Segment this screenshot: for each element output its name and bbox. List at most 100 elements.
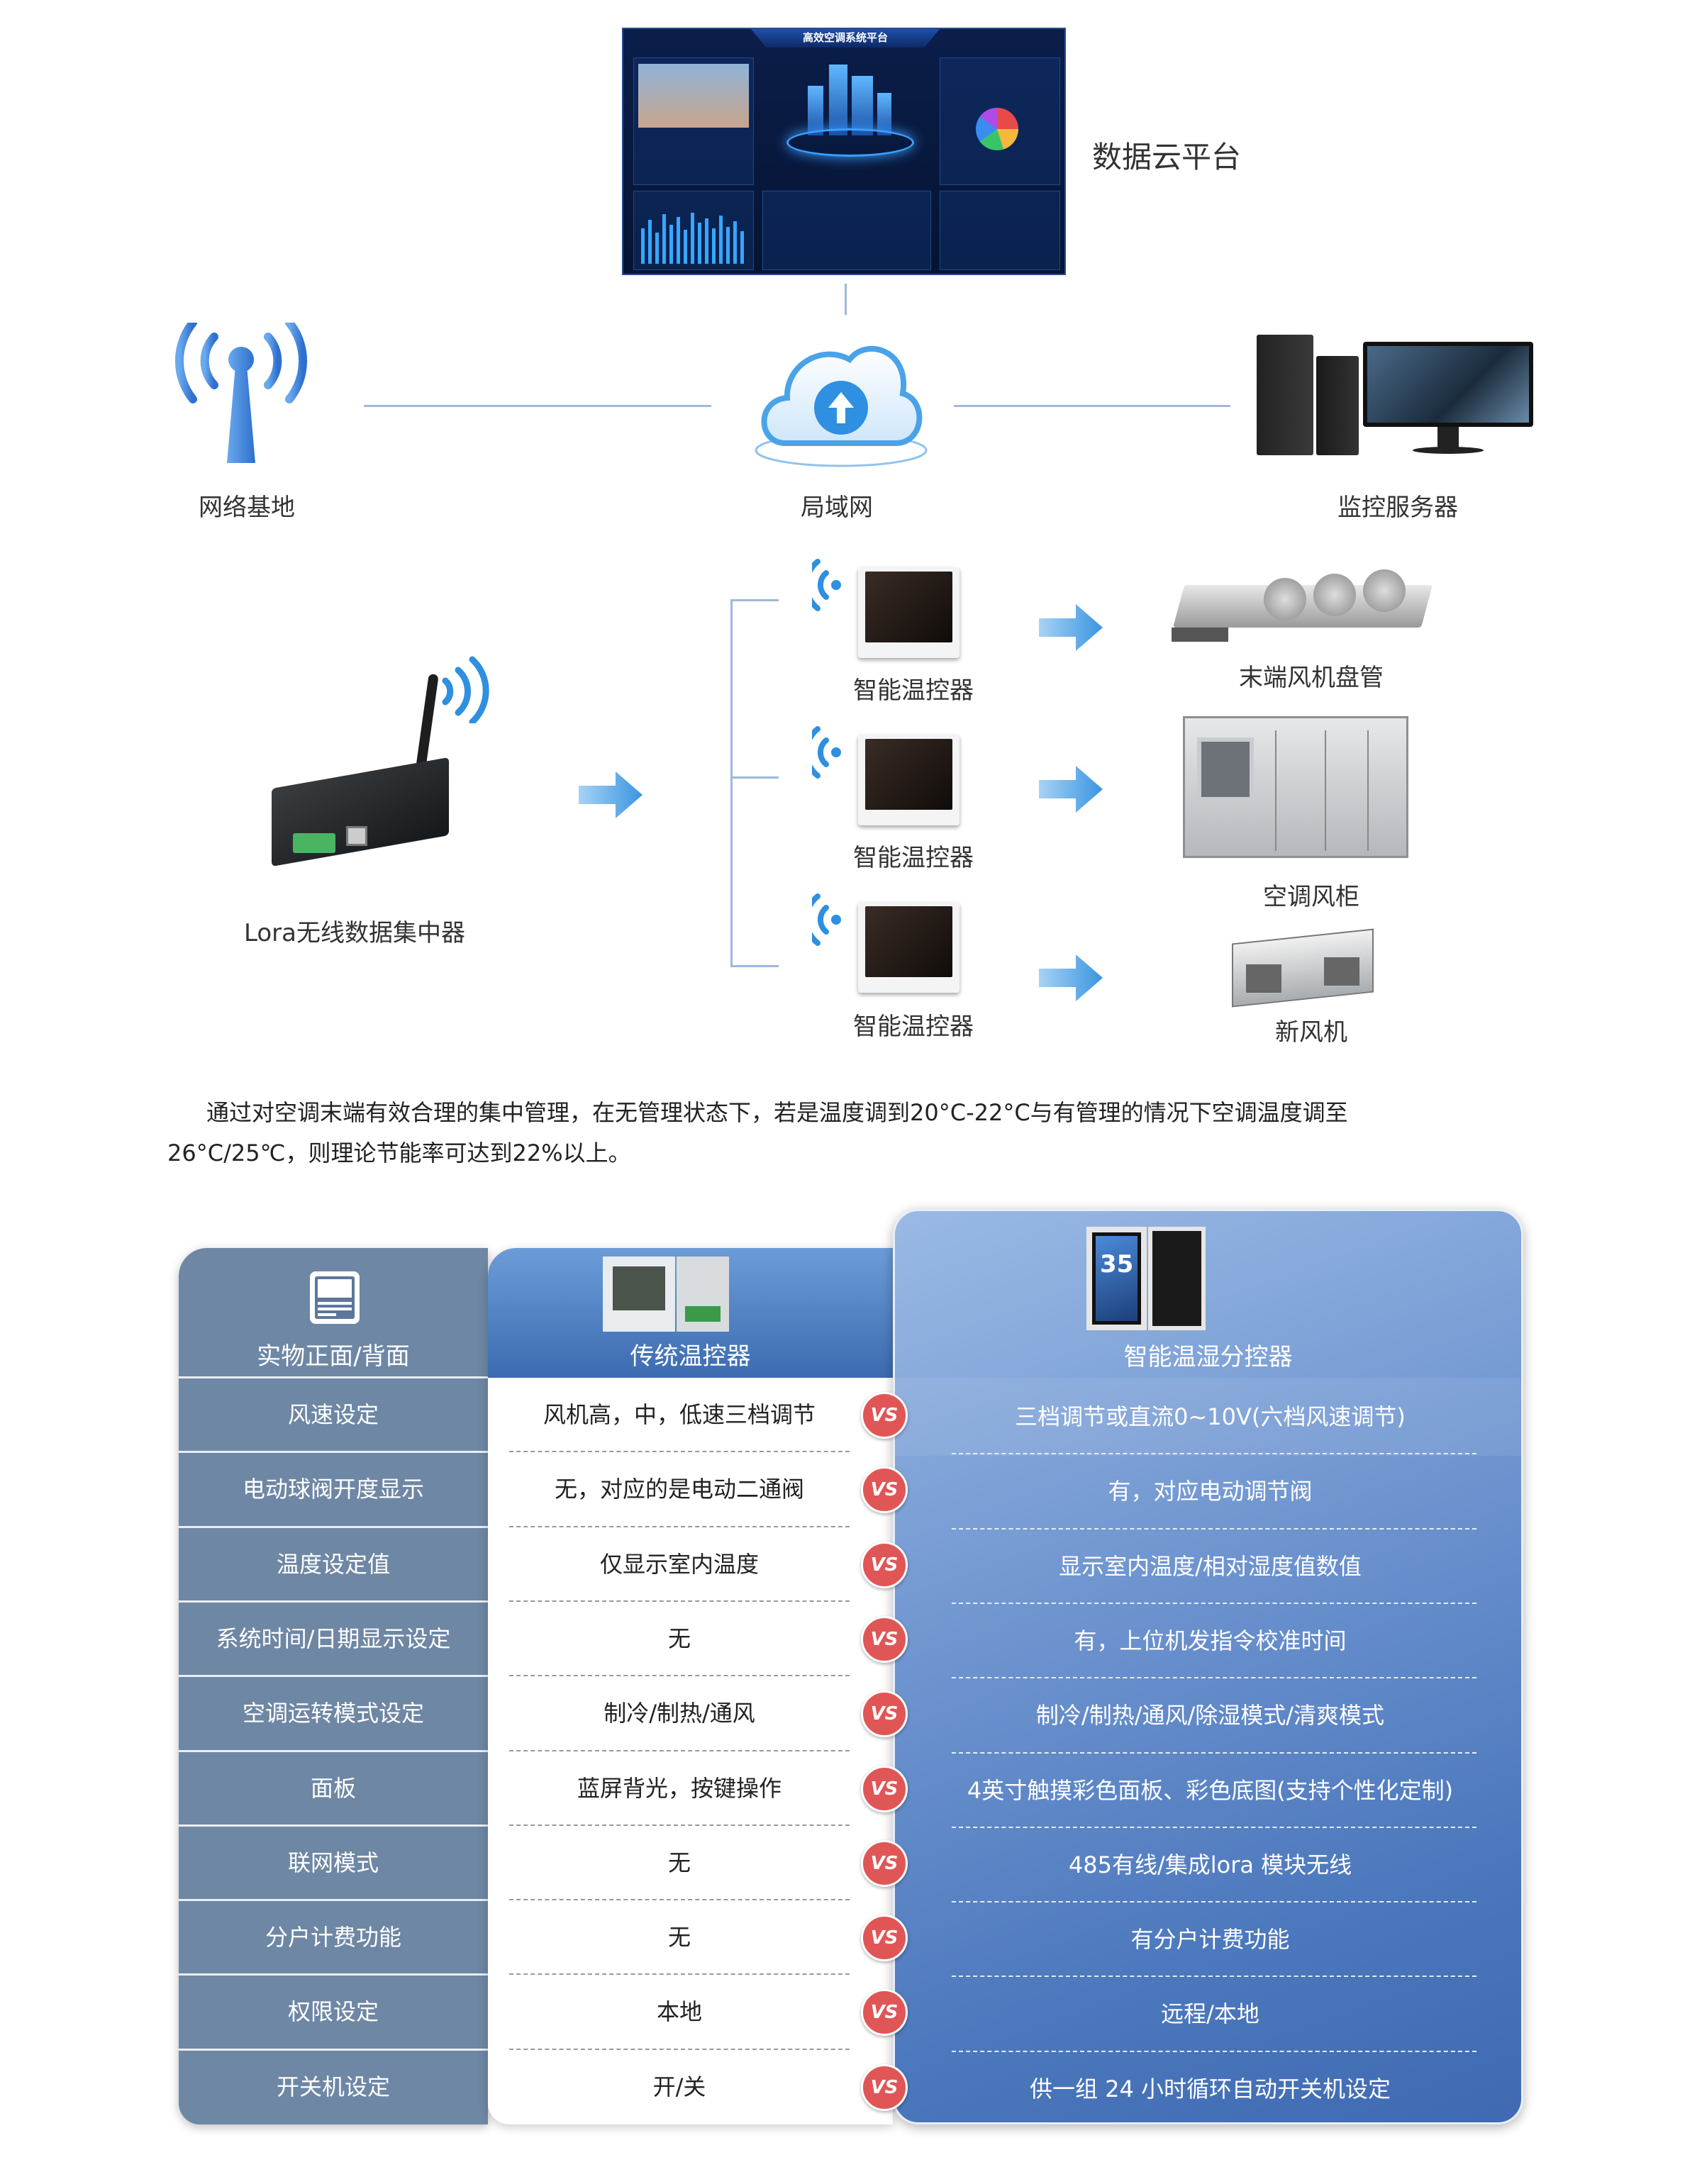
lora-concentrator-image (272, 652, 499, 886)
air-handling-unit-label: 空调风柜 (1263, 883, 1359, 911)
row-divider (509, 1824, 850, 1826)
row-divider (952, 1527, 1476, 1530)
dashboard-city-visual (765, 57, 935, 185)
air-handling-unit-image (1183, 709, 1410, 865)
dashboard-table-panel (762, 191, 931, 270)
row-divider (509, 1973, 850, 1976)
connector-line (364, 405, 711, 407)
fan-coil-label: 末端风机盘管 (1239, 664, 1384, 692)
wifi-signal-icon (812, 893, 841, 946)
bracket-line (730, 965, 779, 967)
vs-badge: VS (861, 1392, 908, 1439)
row-divider (179, 1451, 488, 1454)
arrow-right-icon (1039, 766, 1103, 813)
network-base-label: 网络基地 (199, 494, 295, 522)
smart-column: 35 智能温湿分控器 三档调节或直流0~10V(六档风速调节) 有，对应电动调节阀… (893, 1209, 1523, 2124)
wifi-signal-icon (442, 656, 489, 723)
feature-cell: 电动球阀开度显示 (242, 1476, 424, 1503)
wifi-signal-icon (812, 726, 841, 779)
row-divider (509, 2048, 850, 2050)
row-divider (952, 1602, 1476, 1604)
row-divider (952, 1677, 1476, 1679)
smart-cell: 有，上位机发指令校准时间 (1074, 1627, 1347, 1654)
traditional-cell: 无 (667, 1924, 691, 1951)
antenna-tower-icon (174, 323, 308, 463)
traditional-cell: 无，对应的是电动二通阀 (554, 1476, 804, 1503)
smart-cell: 显示室内温度/相对湿度值数值 (1059, 1552, 1362, 1580)
smart-cell: 4英寸触摸彩色面板、彩色底图(支持个性化定制) (967, 1776, 1454, 1804)
vs-badge: VS (861, 1541, 908, 1588)
vs-badge: VS (861, 1466, 908, 1514)
dashboard-panel (633, 57, 754, 185)
description-line-1: 通过对空调末端有效合理的集中管理，在无管理状态下，若是温度调到20°C-22°C… (206, 1099, 1348, 1126)
vs-badge: VS (861, 2063, 908, 2111)
vs-badge: VS (861, 1765, 908, 1812)
traditional-header: 传统温控器 (488, 1248, 893, 1378)
description-line-2: 26°C/25℃，则理论节能率可达到22%以上。 (167, 1140, 631, 1166)
row-divider (952, 2050, 1476, 2052)
thermostat-image (858, 567, 960, 658)
smart-controller-label: 智能温控器 (853, 676, 974, 705)
smart-controller-label: 智能温控器 (853, 844, 974, 872)
smart-controller-label: 智能温控器 (853, 1013, 974, 1041)
row-divider (179, 1376, 488, 1378)
smart-cell: 三档调节或直流0~10V(六档风速调节) (1015, 1403, 1406, 1430)
smart-header: 35 智能温湿分控器 (895, 1211, 1521, 1378)
arrow-right-icon (1039, 954, 1103, 1001)
row-divider (952, 1453, 1476, 1455)
row-divider (509, 1899, 850, 1901)
smart-header-label: 智能温湿分控器 (1123, 1343, 1293, 1371)
dashboard-title: 高效空调系统平台 (751, 29, 940, 48)
vs-badge: VS (861, 1989, 908, 2037)
arrow-right-icon (1039, 604, 1103, 651)
fresh-air-unit-image (1225, 922, 1382, 1011)
row-divider (509, 1525, 850, 1527)
monitoring-server-image (1257, 328, 1540, 462)
feature-cell: 空调运转模式设定 (242, 1700, 424, 1727)
row-divider (179, 1749, 488, 1752)
feature-cell: 开关机设定 (276, 2073, 390, 2100)
traditional-cell: 开/关 (652, 2073, 706, 2100)
traditional-thermostat-image (603, 1257, 729, 1332)
smart-cell: 制冷/制热/通风/除湿模式/清爽模式 (1035, 1702, 1385, 1729)
bracket-line (730, 600, 733, 967)
cloud-upload-icon (755, 345, 928, 467)
traditional-column: 传统温控器 风机高，中，低速三档调节无，对应的是电动二通阀仅显示室内温度无制冷/… (488, 1248, 893, 2124)
row-divider (509, 1749, 850, 1751)
row-divider (509, 1675, 850, 1677)
traditional-cell: 风机高，中，低速三档调节 (543, 1401, 816, 1428)
feature-column: 实物正面/背面 风速设定 电动球阀开度显示 温度设定值 系统时间/日期显示设定 … (179, 1248, 488, 2124)
wifi-signal-icon (812, 559, 841, 611)
row-divider (952, 1976, 1476, 1978)
row-divider (179, 1973, 488, 1976)
vs-badge: VS (861, 1615, 908, 1663)
fresh-air-unit-label: 新风机 (1275, 1018, 1347, 1047)
feature-cell: 系统时间/日期显示设定 (216, 1625, 451, 1652)
feature-cell: 温度设定值 (276, 1550, 390, 1578)
vs-badge: VS (861, 1690, 908, 1738)
smart-cell: 供一组 24 小时循环自动开关机设定 (1029, 2075, 1391, 2102)
feature-header: 实物正面/背面 (257, 1342, 410, 1371)
dashboard-bar-panel (633, 191, 754, 270)
feature-cell: 联网模式 (287, 1849, 379, 1876)
row-divider (952, 1826, 1476, 1828)
row-divider (179, 1600, 488, 1603)
traditional-cell: 仅显示室内温度 (599, 1550, 759, 1578)
traditional-cell: 制冷/制热/通风 (604, 1700, 755, 1727)
dashboard-stats-panel (940, 57, 1060, 185)
traditional-cell: 本地 (656, 1998, 702, 2026)
bracket-line (730, 776, 779, 779)
connector-line (954, 405, 1230, 407)
dashboard-screenshot: 高效空调系统平台 (622, 28, 1066, 275)
row-divider (509, 1600, 850, 1602)
row-divider (509, 1451, 850, 1453)
feature-cell: 权限设定 (287, 1998, 379, 2026)
traditional-cell: 无 (667, 1625, 691, 1652)
cloud-platform-label: 数据云平台 (1092, 140, 1242, 174)
smart-cell: 有，对应电动调节阀 (1108, 1478, 1313, 1505)
vs-badge: VS (861, 1839, 908, 1887)
feature-cell: 分户计费功能 (265, 1924, 401, 1951)
thermostat-image (858, 902, 960, 993)
fan-coil-unit-image (1172, 564, 1435, 653)
thermostat-image (858, 735, 960, 825)
